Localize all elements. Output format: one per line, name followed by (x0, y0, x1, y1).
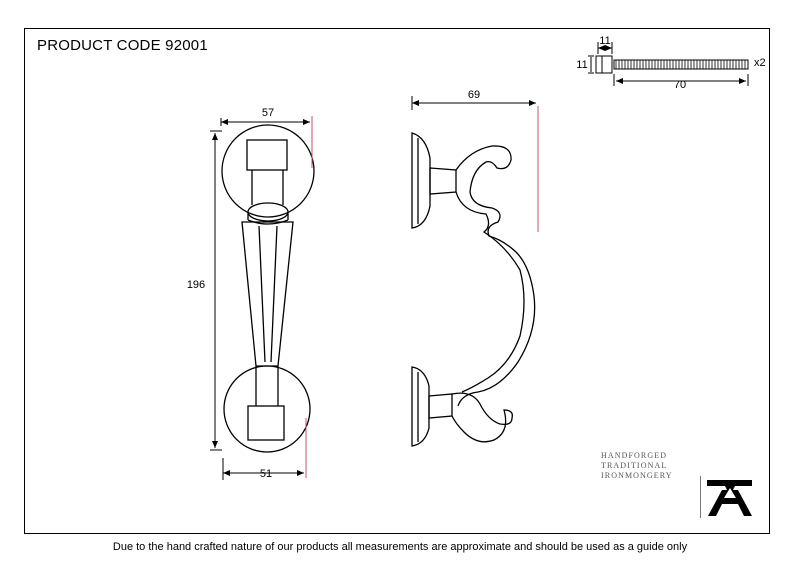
anvil-a-icon (707, 480, 752, 516)
bottom-rosette (223, 365, 311, 453)
front-dimension-lines (210, 118, 310, 480)
dim-side-depth: 69 (468, 89, 480, 101)
drawing-sheet-frame: PRODUCT CODE 92001 (24, 28, 770, 534)
brand-text: HANDFORGED TRADITIONAL IRONMONGERY (601, 451, 691, 481)
front-view (221, 124, 315, 453)
brand-line-handforged: HANDFORGED (601, 451, 668, 460)
top-backplate (411, 132, 431, 229)
side-dimension-lines (411, 96, 536, 110)
front-reference-lines (305, 116, 313, 478)
upper-shank (251, 170, 284, 205)
dim-front-height: 196 (187, 279, 205, 291)
screw-head (595, 55, 613, 74)
top-scroll (455, 145, 536, 407)
dim-screw-head-width: 11 (599, 35, 610, 47)
top-rosette (221, 124, 315, 218)
dim-screw-head-height: 11 (576, 59, 587, 71)
top-mount-block (246, 139, 288, 171)
dim-front-width-bottom: 51 (260, 468, 272, 480)
footer-disclaimer: Due to the hand crafted nature of our pr… (112, 541, 688, 553)
side-view (411, 132, 536, 447)
brand-line-traditional: TRADITIONAL (601, 461, 668, 470)
dim-front-width-top: 57 (262, 107, 274, 119)
dim-screw-length: 70 (674, 79, 686, 91)
brand-divider (700, 476, 701, 518)
screw-quantity: x2 (754, 57, 766, 69)
product-code: PRODUCT CODE 92001 (37, 37, 208, 54)
bottom-backplate (411, 366, 430, 447)
brand-line-ironmongery: IRONMONGERY (601, 471, 673, 480)
screw-drawing (588, 42, 749, 86)
screw-thread (615, 60, 746, 69)
bottom-strike-block (247, 405, 285, 441)
bottom-scroll (451, 392, 513, 443)
